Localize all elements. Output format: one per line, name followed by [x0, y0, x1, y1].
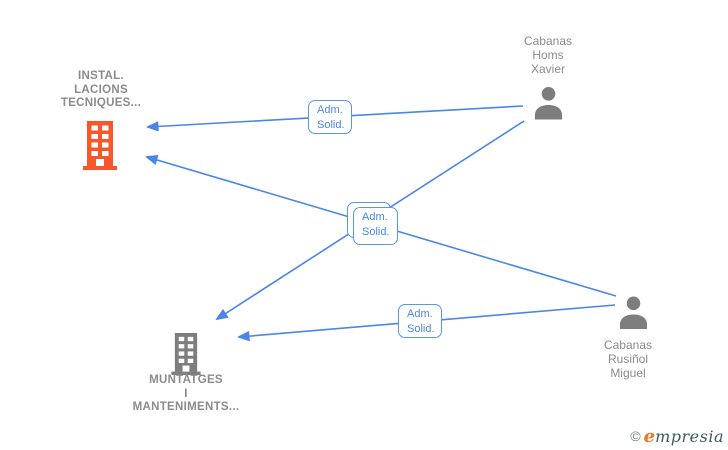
- edge-label-line: Adm.: [407, 308, 433, 320]
- edge-label-line: Solid.: [317, 119, 345, 131]
- edge-label-adm-solid: Adm. Solid.: [308, 100, 352, 134]
- company-name-line: TECNIQUES...: [60, 97, 142, 109]
- person-name-line: Xavier: [530, 62, 565, 76]
- person-name-line: Cabanas: [523, 34, 573, 48]
- person-icon[interactable]: [618, 296, 649, 329]
- company-name-line: MUNTATGES: [149, 374, 223, 386]
- edge-label-line: Solid.: [362, 226, 390, 238]
- edge-label-line: Adm.: [362, 211, 388, 223]
- company-name[interactable]: MUNTATGES I MANTENIMENTS...: [120, 374, 252, 415]
- company-name-line: INSTAL.: [78, 70, 124, 82]
- edge-label-line: Solid.: [407, 323, 435, 335]
- person-name[interactable]: Cabanas Homs Xavier: [500, 34, 596, 76]
- company-name-line: I: [184, 387, 188, 400]
- building-icon[interactable]: [169, 333, 203, 375]
- edge-label-adm-solid: Adm. Solid.: [398, 304, 442, 338]
- company-name[interactable]: INSTAL. LACIONS TECNIQUES...: [36, 70, 166, 111]
- person-name-line: Cabanas: [603, 338, 653, 352]
- person-icon[interactable]: [533, 85, 564, 121]
- edge-label-line: Adm.: [317, 104, 343, 116]
- person-name-line: Rusiñol: [607, 352, 649, 366]
- brand-initial: e: [643, 426, 656, 447]
- person-name[interactable]: Cabanas Rusiñol Miguel: [582, 338, 674, 380]
- person-name-line: Homs: [532, 48, 564, 62]
- brand-name: mpresia: [655, 427, 724, 446]
- copyright-icon: ©: [630, 428, 641, 444]
- edge-label-adm-solid: Adm. Solid.: [353, 207, 398, 245]
- building-icon[interactable]: [83, 121, 117, 170]
- empresia-logo[interactable]: ©empresia: [630, 426, 724, 447]
- person-name-line: Miguel: [610, 366, 646, 380]
- company-name-line: LACIONS: [74, 83, 128, 96]
- company-name-line: MANTENIMENTS...: [132, 401, 240, 413]
